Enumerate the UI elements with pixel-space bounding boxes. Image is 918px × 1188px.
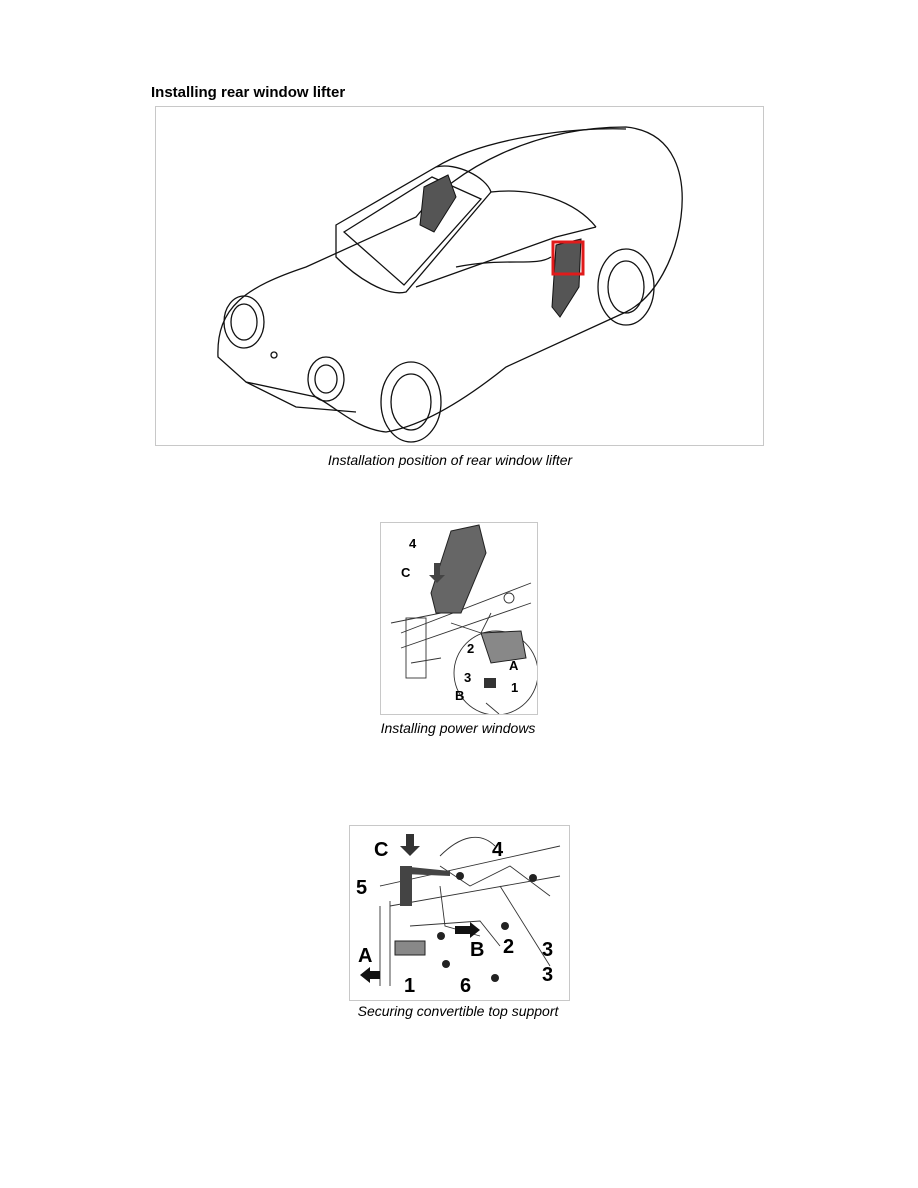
callout-5: 5 <box>356 877 367 899</box>
figure-caption: Securing convertible top support <box>357 1003 559 1019</box>
car-illustration <box>217 126 683 443</box>
figure-car-overview <box>155 106 764 446</box>
left-window-lifter <box>419 174 457 233</box>
figure-top-support: C 4 5 B 2 3 A 1 6 3 <box>349 825 570 1001</box>
callout-A: A <box>358 945 372 967</box>
figure-caption: Installing power windows <box>380 720 536 736</box>
callout-2: 2 <box>503 936 514 958</box>
callout-4: 4 <box>492 839 504 861</box>
callout-3: 3 <box>464 670 471 685</box>
right-window-lifter <box>551 238 582 318</box>
callout-2: 2 <box>467 641 474 656</box>
callout-C: C <box>401 565 411 580</box>
callout-3: 3 <box>542 964 553 986</box>
callout-B: B <box>455 688 464 703</box>
highlight-box <box>551 240 585 276</box>
callout-1: 1 <box>511 680 518 695</box>
figure-power-windows: 4 C 2 A 3 1 B <box>380 522 538 715</box>
section-title: Installing rear window lifter <box>151 84 346 101</box>
callout-1: 1 <box>404 975 415 997</box>
callout-4: 4 <box>409 536 417 551</box>
callout-B: B <box>470 939 484 961</box>
callout-6: 6 <box>460 975 471 997</box>
figure-caption: Installation position of rear window lif… <box>327 452 573 468</box>
callout-A: A <box>509 658 519 673</box>
callout-C: C <box>374 839 388 861</box>
callout-3: 3 <box>542 939 553 961</box>
